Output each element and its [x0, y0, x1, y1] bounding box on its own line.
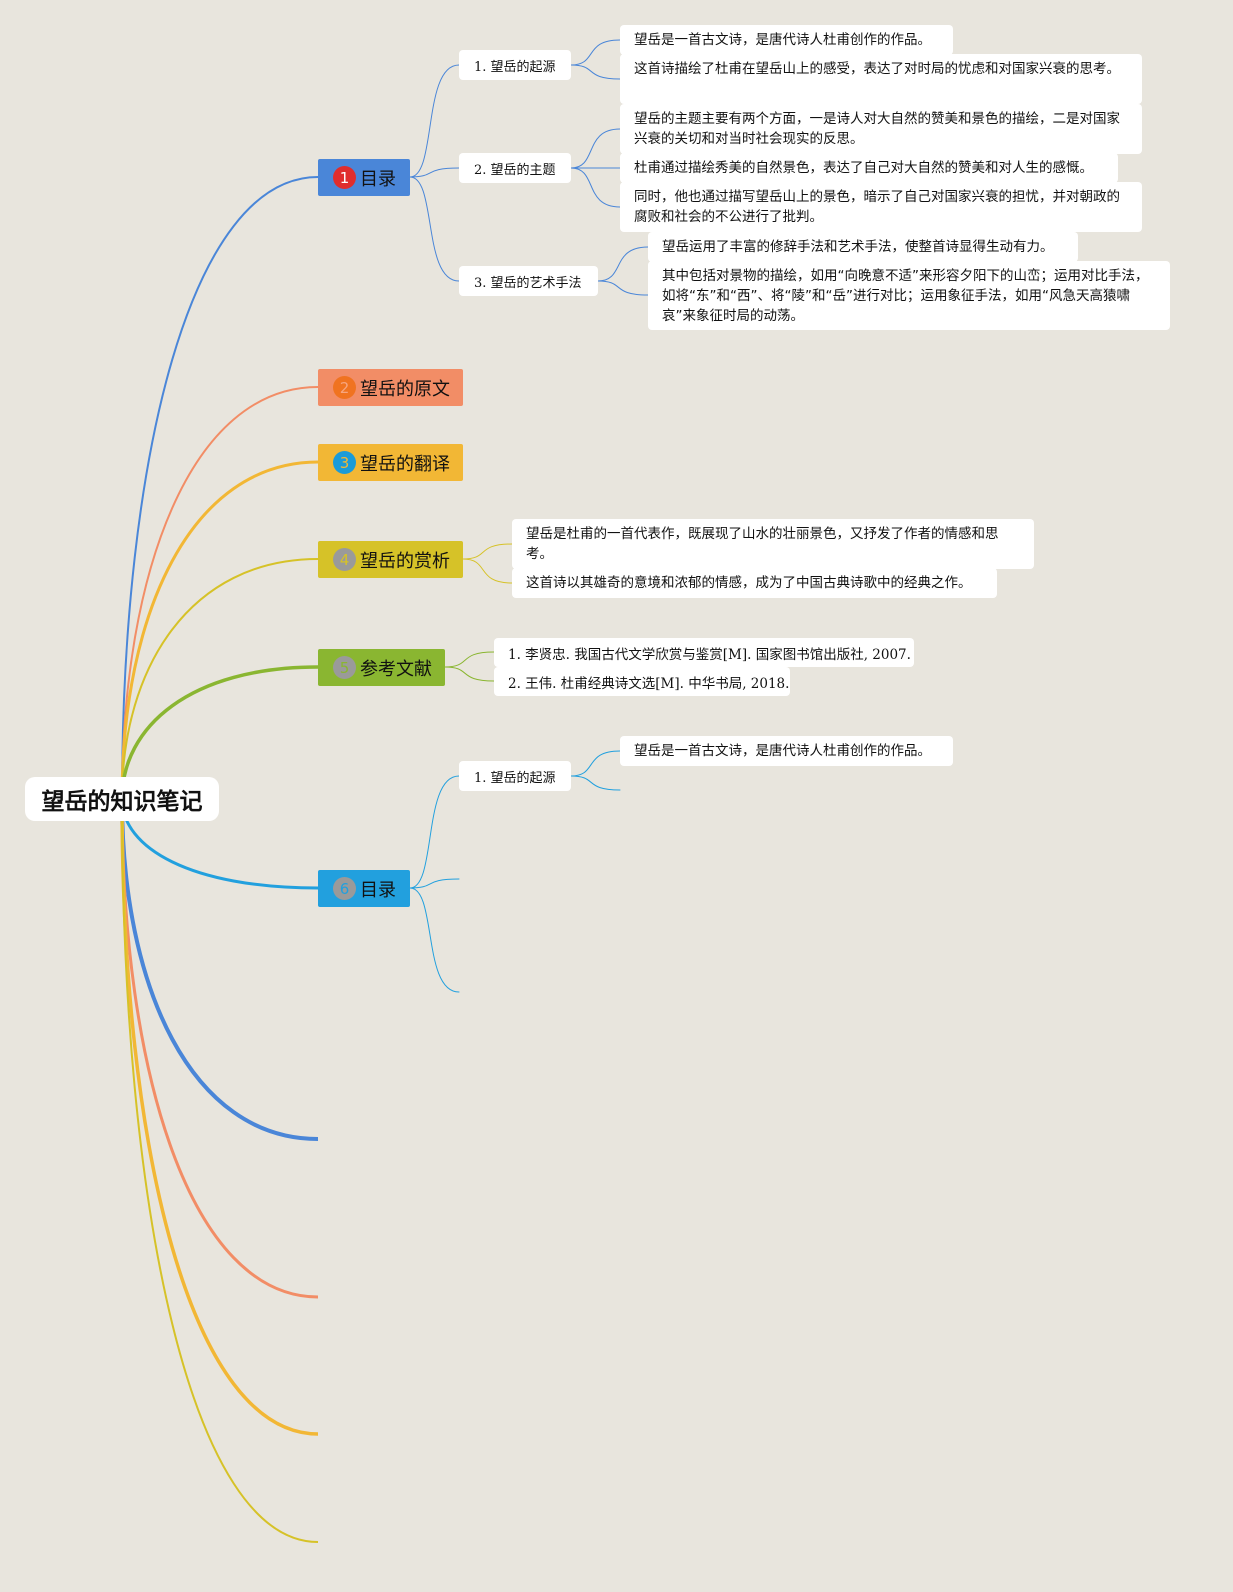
link-t6-s3	[409, 887, 460, 993]
subtopic-label: 1. 望岳的起源	[474, 59, 556, 75]
number-badge-1: 1	[333, 166, 356, 189]
note-technique-1[interactable]: 望岳运用了丰富的修辞手法和艺术手法，使整首诗显得生动有力。	[648, 232, 1078, 262]
topic-label: 望岳的原文	[360, 378, 450, 400]
root-node[interactable]: 望岳的知识笔记	[25, 777, 219, 821]
link-s2-n3	[570, 167, 621, 208]
topic-contents[interactable]: 1 目录	[318, 159, 410, 196]
topic-references[interactable]: 5 参考文献	[318, 649, 445, 686]
reference-2[interactable]: 2. 王伟. 杜甫经典诗文选[M]. 中华书局, 2018.	[494, 667, 790, 696]
link-t4-n1	[462, 543, 513, 560]
topic-label: 望岳的赏析	[360, 550, 450, 572]
subtopic-technique[interactable]: 3. 望岳的艺术手法	[459, 266, 598, 296]
subtopic-theme[interactable]: 2. 望岳的主题	[459, 153, 571, 183]
link-root-topic5	[120, 665, 319, 800]
link-t1-s3	[409, 176, 460, 282]
topic-label: 目录	[360, 168, 396, 190]
note-technique-2[interactable]: 其中包括对景物的描绘，如用“向晚意不适”来形容夕阳下的山峦；运用对比手法，如将“…	[648, 261, 1170, 330]
number-badge-2: 2	[333, 376, 356, 399]
link-s3-n1	[597, 246, 649, 282]
note-appreciation-1[interactable]: 望岳是杜甫的一首代表作，既展现了山水的壮丽景色，又抒发了作者的情感和思考。	[512, 519, 1034, 569]
number-badge-6: 6	[333, 877, 356, 900]
number-badge-5: 5	[333, 656, 356, 679]
link-root-topic2	[121, 386, 319, 800]
link-t1-s2	[409, 167, 460, 178]
link-root-extra-lime	[121, 798, 319, 1543]
note-origin-duplicate[interactable]: 望岳是一首古文诗，是唐代诗人杜甫创作的作品。	[620, 736, 953, 766]
note-origin-2[interactable]: 这首诗描绘了杜甫在望岳山上的感受，表达了对时局的忧虑和对国家兴衰的思考。	[620, 54, 1142, 104]
link-t6s1-n2	[570, 775, 621, 791]
number-badge-3: 3	[333, 451, 356, 474]
reference-1[interactable]: 1. 李贤忠. 我国古代文学欣赏与鉴赏[M]. 国家图书馆出版社, 2007.	[494, 638, 914, 667]
subtopic-label: 1. 望岳的起源	[474, 770, 556, 786]
topic-translation[interactable]: 3 望岳的翻译	[318, 444, 463, 481]
number-badge-4: 4	[333, 548, 356, 571]
topic-original-text[interactable]: 2 望岳的原文	[318, 369, 463, 406]
link-root-extra-blue	[120, 798, 319, 1141]
topic-appreciation[interactable]: 4 望岳的赏析	[318, 541, 463, 578]
subtopic-origin[interactable]: 1. 望岳的起源	[459, 50, 571, 80]
link-s1-n1	[570, 39, 621, 66]
link-s2-n1	[570, 128, 621, 169]
link-t1-s1	[409, 64, 460, 178]
link-t6-s2	[409, 878, 460, 889]
link-root-topic3	[120, 460, 319, 800]
topic-label: 望岳的翻译	[360, 453, 450, 475]
link-s1-n2	[570, 64, 621, 80]
subtopic-label: 2. 望岳的主题	[474, 162, 556, 178]
link-root-extra-yellow	[120, 798, 319, 1436]
link-root-topic1	[121, 176, 319, 800]
link-t5-r1	[444, 651, 495, 668]
note-appreciation-2[interactable]: 这首诗以其雄奇的意境和浓郁的情感，成为了中国古典诗歌中的经典之作。	[512, 568, 997, 598]
link-root-topic4	[121, 558, 319, 800]
topic-label: 目录	[360, 879, 396, 901]
note-theme-3[interactable]: 同时，他也通过描写望岳山上的景色，暗示了自己对国家兴衰的担忧，并对朝政的腐败和社…	[620, 182, 1142, 232]
link-t6-s1	[409, 775, 460, 889]
note-theme-2[interactable]: 杜甫通过描绘秀美的自然景色，表达了自己对大自然的赞美和对人生的感慨。	[620, 153, 1118, 183]
note-origin-1[interactable]: 望岳是一首古文诗，是唐代诗人杜甫创作的作品。	[620, 25, 953, 55]
link-t4-n2	[462, 558, 513, 584]
subtopic-label: 3. 望岳的艺术手法	[474, 275, 582, 291]
link-t6s1-n1	[570, 750, 621, 777]
link-t5-r2	[444, 666, 495, 682]
topic-contents-duplicate[interactable]: 6 目录	[318, 870, 410, 907]
link-s3-n2	[597, 280, 649, 296]
note-theme-1[interactable]: 望岳的主题主要有两个方面，一是诗人对大自然的赞美和景色的描绘，二是对国家兴衰的关…	[620, 104, 1142, 154]
root-title: 望岳的知识笔记	[41, 789, 203, 815]
topic-label: 参考文献	[360, 658, 432, 680]
subtopic-origin-duplicate[interactable]: 1. 望岳的起源	[459, 761, 571, 791]
